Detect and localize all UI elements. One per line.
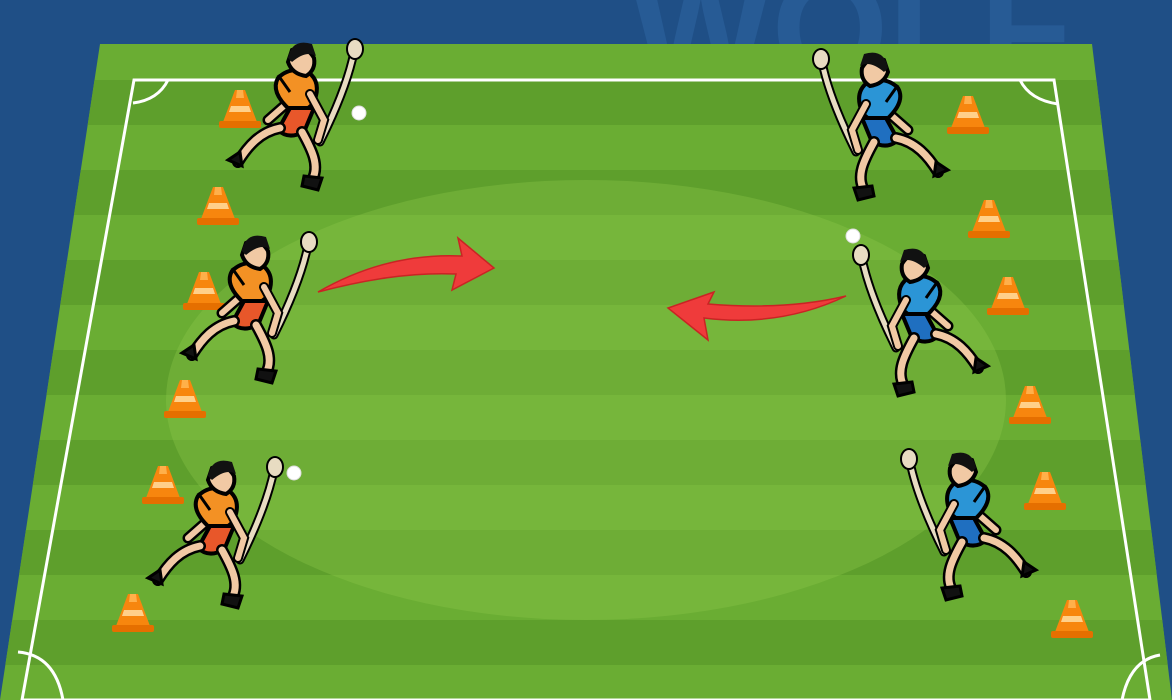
ball [846,229,860,243]
ball [352,106,366,120]
pitch [0,40,1172,700]
ball [287,466,301,480]
